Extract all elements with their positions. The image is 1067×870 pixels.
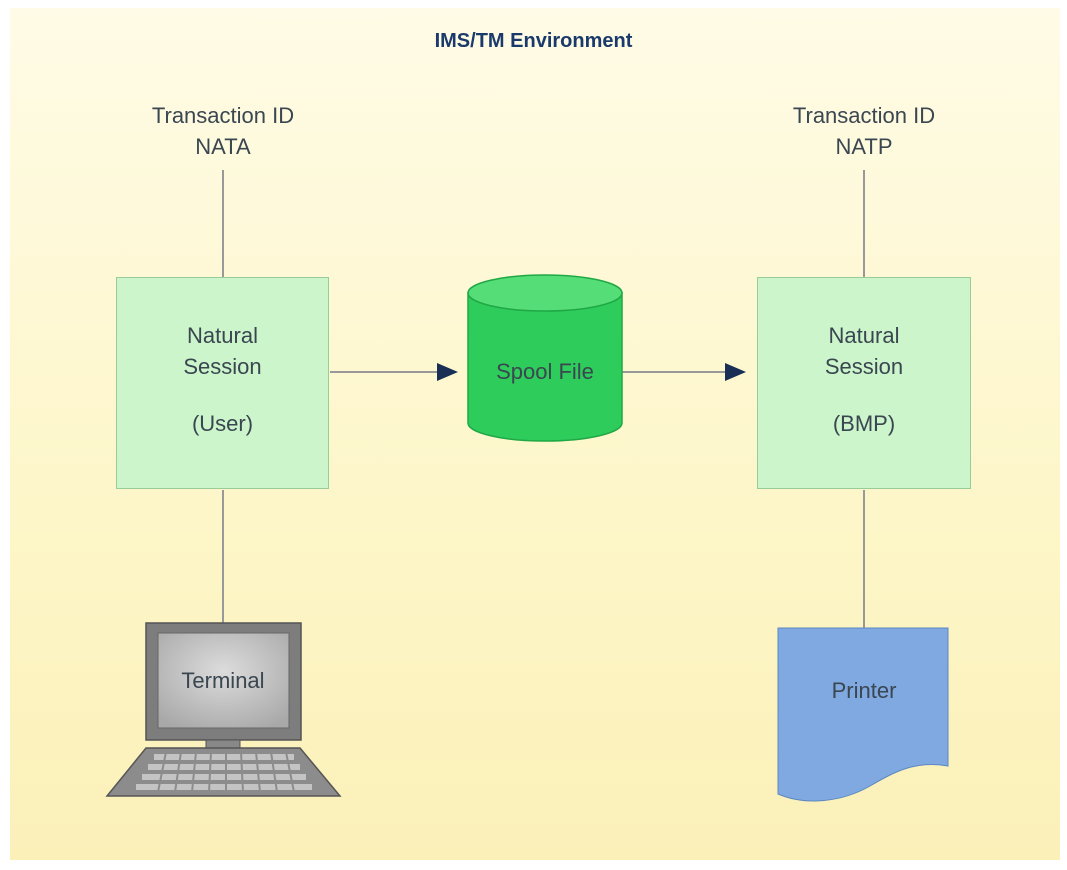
right-transaction-id: NATP [835,134,893,159]
left-transaction-label: Transaction ID NATA [123,100,323,162]
left-session-box: Natural Session (User) [116,277,329,489]
diagram-title: IMS/TM Environment [434,30,633,52]
left-session-line2: Session [183,354,262,379]
right-session-box: Natural Session (BMP) [757,277,971,489]
right-session-line1: Natural [828,323,900,348]
right-transaction-caption: Transaction ID [792,103,936,128]
session-to-spool-arrowhead [437,363,458,381]
right-session-type: (BMP) [832,411,896,436]
spool-file-label: Spool File [496,359,594,384]
document-icon [777,627,949,802]
terminal-label: Terminal [181,668,265,693]
terminal-icon [105,622,342,797]
spool-to-session-arrowhead [725,363,746,381]
right-session-text: Natural Session (BMP) [758,320,970,439]
left-transaction-caption: Transaction ID [151,103,295,128]
database-cylinder-icon [467,274,623,442]
left-session-line1: Natural [187,323,258,348]
printer-label: Printer [831,678,897,703]
right-transaction-label: Transaction ID NATP [764,100,964,162]
left-transaction-id: NATA [195,134,251,159]
left-session-text: Natural Session (User) [117,320,328,439]
left-session-type: (User) [191,411,254,436]
right-session-line2: Session [824,354,904,379]
